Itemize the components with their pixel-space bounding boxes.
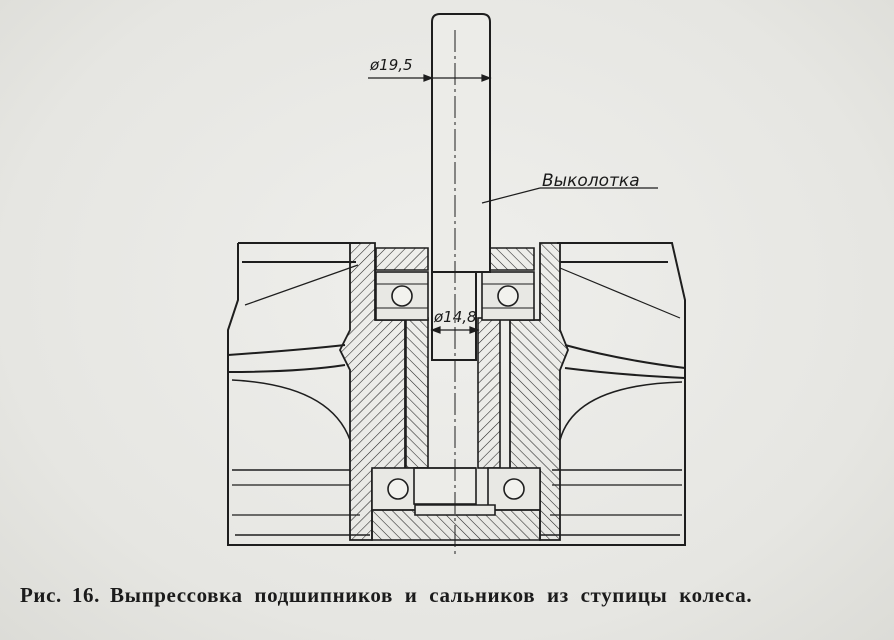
figure-caption: Рис. 16. Выпрессовка подшипников и сальник…: [20, 583, 880, 608]
dimension-inner-label: ø14,8: [433, 308, 477, 326]
caption-prefix: Рис.: [20, 583, 62, 607]
upper-seal: [375, 247, 535, 271]
caption-text: Выпрессовка подшипников и сальников из с…: [109, 583, 753, 607]
wheel-hub: [227, 242, 686, 546]
lower-seal: [371, 504, 541, 541]
tool-label: Выколотка: [542, 171, 640, 191]
upper-bearing: [375, 271, 535, 321]
dimension-shaft: [368, 74, 492, 82]
dimension-shaft-label: ø19,5: [369, 56, 413, 74]
tool-leader: [481, 187, 658, 204]
dimension-inner: [430, 326, 480, 334]
caption-number: 16.: [71, 583, 100, 607]
lower-bearing: [371, 467, 541, 511]
